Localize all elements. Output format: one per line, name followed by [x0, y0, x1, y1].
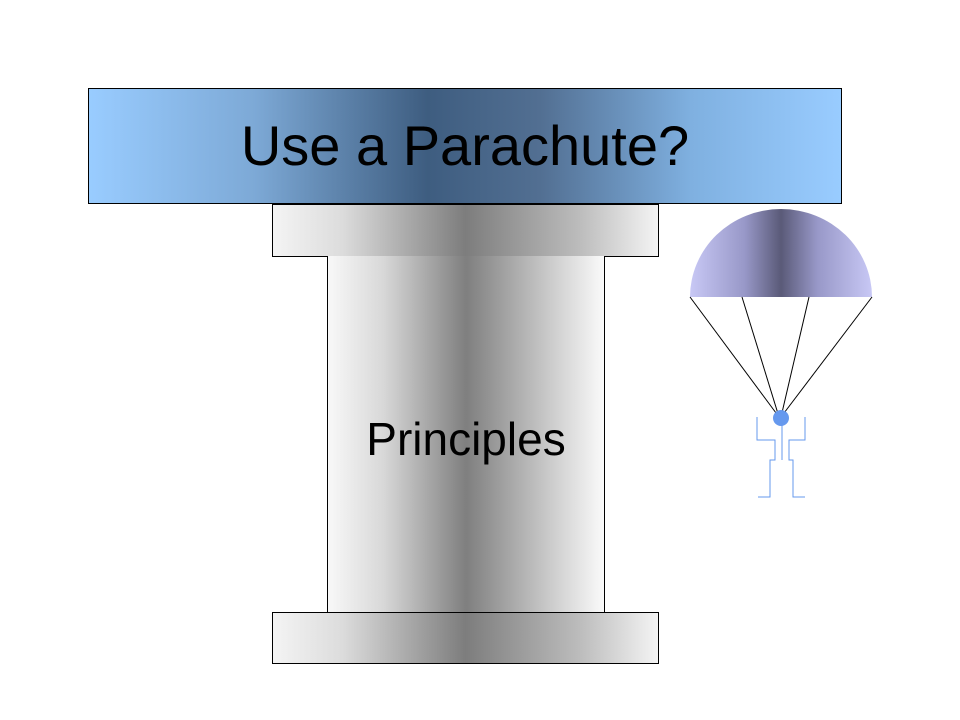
- slide-title: Use a Parachute?: [240, 114, 690, 177]
- suspension-line: [780, 296, 873, 418]
- suspension-line: [689, 296, 780, 418]
- parachutist-icon: [689, 209, 873, 498]
- suspension-line: [780, 296, 810, 418]
- title-banner: Use a Parachute?: [88, 88, 842, 204]
- stick-figure: [756, 417, 806, 498]
- figure-head: [773, 410, 789, 426]
- canopy-shape: [690, 209, 872, 297]
- pillar-column: Principles: [327, 256, 605, 613]
- pillar-capital: [272, 204, 659, 257]
- pillar-base: [272, 612, 659, 664]
- pillar-label: Principles: [366, 412, 566, 465]
- suspension-line: [741, 296, 780, 418]
